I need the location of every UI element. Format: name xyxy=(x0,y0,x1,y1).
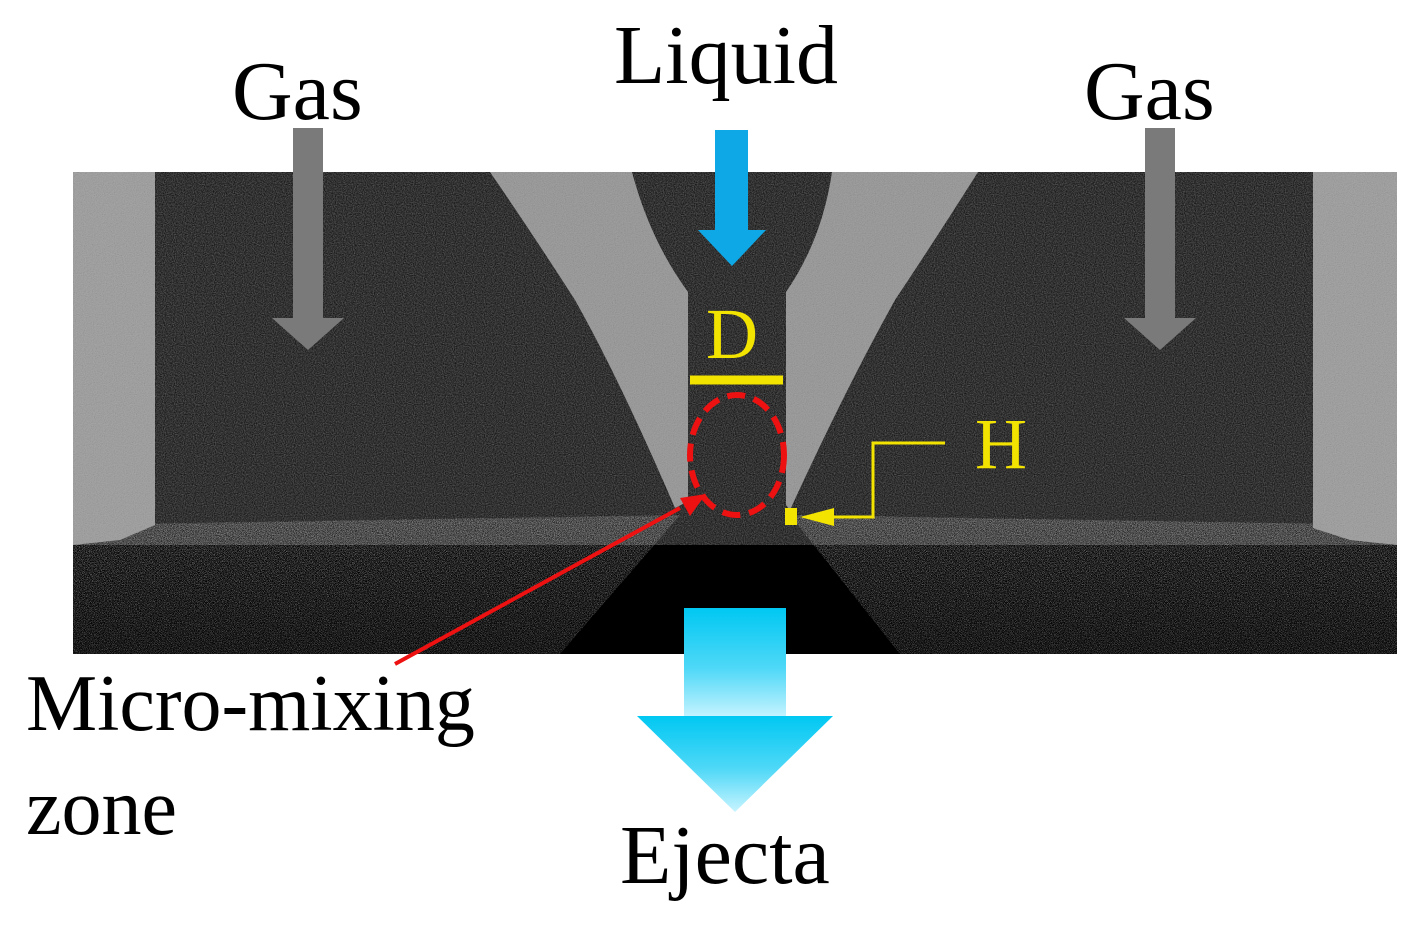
gas-right-label: Gas xyxy=(1084,45,1215,138)
micro-mixing-pointer xyxy=(394,494,706,666)
liquid-arrow xyxy=(698,130,766,266)
diameter-label: D xyxy=(706,294,758,374)
micro-mixing-circle xyxy=(687,392,787,518)
ejecta-arrow xyxy=(637,608,833,812)
ejecta-label: Ejecta xyxy=(620,809,830,902)
inner-cone-left xyxy=(490,172,688,508)
gas-left-label: Gas xyxy=(232,45,363,138)
outer-wall-right xyxy=(1313,172,1397,545)
micro-mixing-label-line1: Micro-mixing xyxy=(26,660,475,748)
micro-mixing-label-line2: zone xyxy=(26,764,178,852)
height-leader xyxy=(785,441,945,526)
outer-wall-left xyxy=(73,172,155,545)
nozzle-body xyxy=(73,172,1397,545)
gas-arrow-right xyxy=(1124,128,1196,350)
spray-region xyxy=(73,515,1397,654)
inner-cone-right xyxy=(786,172,978,510)
height-label: H xyxy=(975,404,1027,484)
liquid-label: Liquid xyxy=(614,9,838,102)
gas-arrow-left xyxy=(272,128,344,350)
